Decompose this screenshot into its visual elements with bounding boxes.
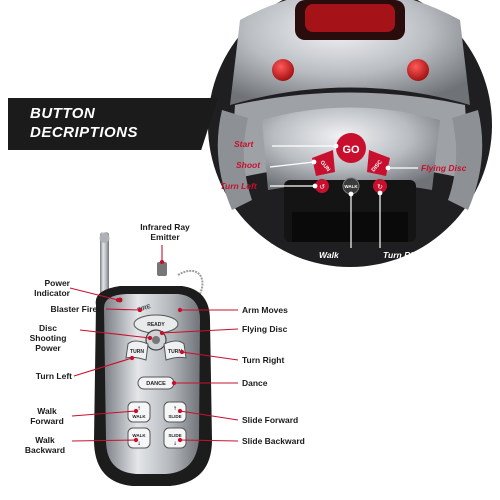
label-power-indicator: Power Indicator — [10, 278, 70, 298]
disc-dial-center-icon — [152, 336, 160, 344]
robot-label-start: Start — [234, 139, 254, 149]
remote-disc-dial[interactable] — [145, 329, 167, 351]
label-flying-disc: Flying Disc — [242, 324, 288, 334]
turn-left-button-label: TURN — [130, 349, 144, 355]
remote-dance-button[interactable]: DANCE — [137, 376, 175, 390]
walk-forward-line1: Walk — [37, 406, 57, 416]
robot-turn-right-button[interactable]: ↻ — [373, 179, 387, 193]
ready-button-label: READY — [147, 322, 165, 328]
robot-right-eye-icon — [407, 59, 429, 81]
robot-left-shoulder — [217, 110, 252, 210]
robot-visor-light — [305, 4, 395, 32]
walk-button-label: WALK — [344, 184, 358, 189]
disc-line1: Disc — [39, 323, 57, 333]
robot-label-turn-left: Turn Left — [220, 181, 257, 191]
remote-turn-left-button[interactable]: TURN — [125, 340, 149, 361]
remote-walk-forward-button[interactable]: ↑ WALK — [127, 401, 151, 423]
label-walk-backward: Walk Backward — [18, 435, 72, 455]
remote-strap — [177, 269, 204, 301]
remote-control — [94, 232, 212, 486]
robot-left-eye-icon — [272, 59, 294, 81]
turn-right-arrow-icon: ↻ — [377, 183, 383, 191]
label-dance: Dance — [242, 378, 268, 388]
robot-right-shoulder — [448, 110, 483, 210]
disc-line3: Power — [35, 343, 61, 353]
antenna-tip — [99, 233, 110, 243]
power-line1: Power — [44, 278, 70, 288]
walk-backward-arrow-icon: ↓ — [137, 441, 141, 447]
robot-label-turn-right: Turn Right — [383, 250, 426, 260]
walk-forward-arrow-icon: ↑ — [137, 406, 141, 412]
robot-pointer-lines — [269, 143, 418, 248]
walk-forward-line2: Forward — [30, 416, 64, 426]
remote-slide-backward-button[interactable]: SLIDE ↓ — [163, 427, 187, 449]
remote-fire-button[interactable]: FIRE — [137, 304, 152, 314]
slide-backward-button-label: SLIDE — [168, 433, 181, 438]
infrared-emitter — [157, 262, 167, 276]
label-turn-left: Turn Left — [35, 371, 72, 381]
power-line2: Indicator — [34, 288, 70, 298]
label-blaster-fires: Blaster Fires — [50, 304, 103, 314]
heading-banner — [8, 98, 218, 150]
label-turn-right: Turn Right — [242, 355, 285, 365]
infrared-line1: Infrared Ray — [140, 222, 190, 232]
robot-label-flying-disc: Flying Disc — [421, 163, 467, 173]
label-walk-forward: Walk Forward — [22, 406, 72, 426]
fire-button-label: FIRE — [137, 304, 152, 314]
walk-backward-button-label: WALK — [132, 433, 146, 438]
robot-label-shoot: Shoot — [236, 160, 261, 170]
slide-forward-arrow-icon: ↑ — [173, 406, 177, 412]
slide-forward-button-label: SLIDE — [168, 414, 181, 419]
heading: BUTTON DECRIPTIONS — [30, 104, 200, 142]
robot-disc-button[interactable]: DISC — [367, 150, 390, 176]
remote-slide-forward-button[interactable]: ↑ SLIDE — [163, 401, 187, 423]
disc-line2: Shooting — [29, 333, 67, 343]
remote-pointer-lines — [69, 245, 239, 443]
robot-gun-button[interactable]: GUN — [312, 150, 335, 176]
robot-label-walk: Walk — [319, 250, 339, 260]
label-disc-shooting-power: Disc Shooting Power — [18, 323, 78, 353]
walk-forward-button-label: WALK — [132, 414, 146, 419]
dance-button-label: DANCE — [146, 381, 166, 387]
turn-left-arrow-icon: ↺ — [319, 183, 325, 191]
remote-turn-right-button[interactable]: TURN — [163, 340, 187, 361]
label-infrared-ray-emitter: Infrared Ray Emitter — [120, 222, 210, 242]
robot-turn-left-button[interactable]: ↺ — [315, 179, 329, 193]
turn-right-button-label: TURN — [168, 349, 182, 355]
robot-slot — [292, 212, 408, 242]
robot-go-button[interactable]: GO — [336, 133, 366, 163]
walk-backward-line2: Backward — [24, 445, 66, 455]
infrared-line2: Emitter — [150, 232, 180, 242]
slide-backward-arrow-icon: ↓ — [173, 441, 177, 447]
robot-head — [230, 0, 470, 105]
go-button-label: GO — [342, 144, 360, 156]
heading-line1: BUTTON — [30, 105, 96, 122]
label-slide-forward: Slide Forward — [242, 415, 299, 425]
heading-line2: DECRIPTIONS — [30, 124, 139, 141]
walk-backward-line1: Walk — [35, 435, 55, 445]
remote-walk-backward-button[interactable]: WALK ↓ — [127, 427, 151, 449]
label-slide-backward: Slide Backward — [242, 436, 305, 446]
label-arm-moves: Arm Moves — [242, 305, 288, 315]
